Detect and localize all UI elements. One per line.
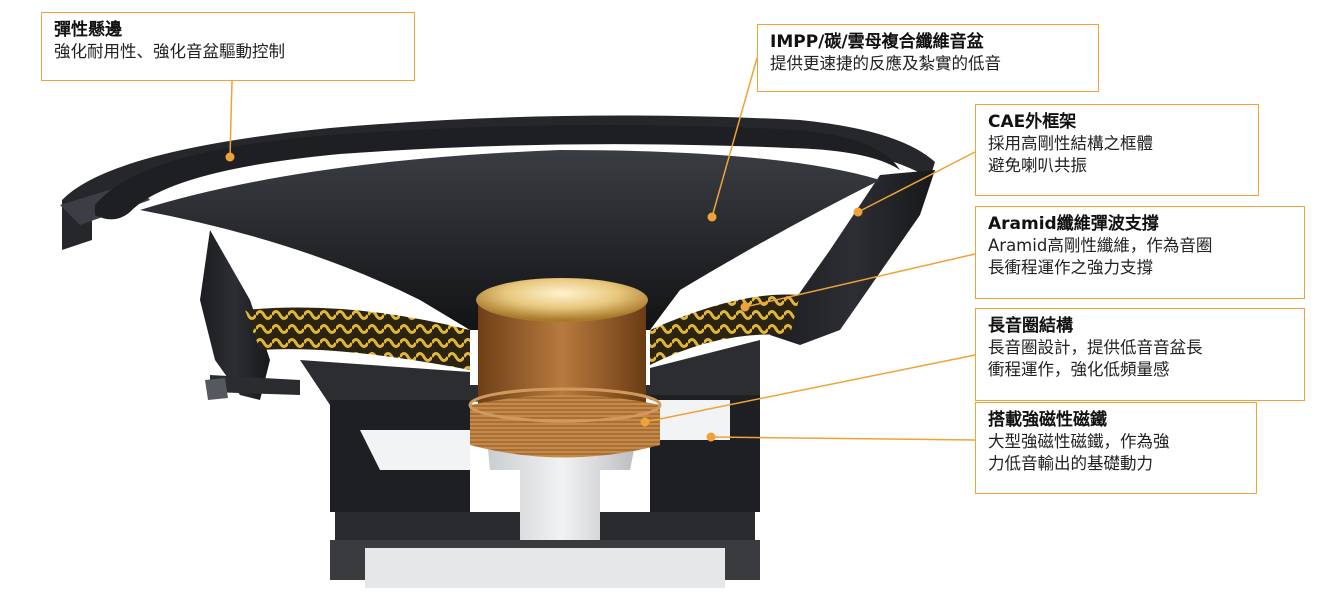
callout-frame-line-2: 避免喇叭共振 bbox=[988, 156, 1087, 176]
leader-spider bbox=[744, 253, 976, 308]
callout-frame-title: CAE外框架 bbox=[988, 112, 1077, 132]
callout-frame: CAE外框架 採用高剛性結構之框體 避免喇叭共振 bbox=[975, 104, 1259, 196]
surround-edge bbox=[95, 125, 900, 220]
callout-spider-line-1: Aramid高剛性纖維，作為音圈 bbox=[988, 236, 1213, 256]
callout-coil-line-2: 衝程運作，強化低頻量感 bbox=[988, 360, 1170, 380]
callout-coil: 長音圈結構 長音圈設計，提供低音音盆長 衝程運作，強化低頻量感 bbox=[975, 308, 1305, 401]
leader-frame bbox=[857, 151, 976, 213]
magnet-assembly bbox=[330, 395, 760, 580]
callout-magnet-line-2: 力低音輸出的基礎動力 bbox=[988, 454, 1153, 474]
dot-magnet bbox=[706, 432, 716, 442]
leader-surround bbox=[229, 80, 233, 158]
dot-surround bbox=[225, 152, 235, 162]
callout-coil-line-1: 長音圈設計，提供低音音盆長 bbox=[988, 338, 1203, 358]
leader-cone bbox=[711, 57, 758, 218]
callout-spider: Aramid纖維彈波支撐 Aramid高剛性纖維，作為音圈 長衝程運作之強力支撐 bbox=[975, 206, 1305, 299]
speaker-cone bbox=[140, 150, 880, 330]
voice-coil-winding bbox=[470, 395, 660, 458]
leader-coil bbox=[644, 354, 976, 423]
callout-surround-line-1: 強化耐用性、強化音盆驅動控制 bbox=[54, 42, 285, 62]
callout-coil-title: 長音圈結構 bbox=[988, 316, 1073, 336]
pole-base bbox=[365, 548, 725, 588]
dot-coil bbox=[640, 417, 650, 427]
voice-coil-top bbox=[468, 387, 662, 423]
callout-spider-line-2: 長衝程運作之強力支撐 bbox=[988, 258, 1153, 278]
leader-magnet bbox=[710, 436, 976, 441]
callout-spider-title: Aramid纖維彈波支撐 bbox=[988, 214, 1159, 234]
callout-surround-title: 彈性懸邊 bbox=[54, 20, 122, 40]
dot-cone bbox=[707, 212, 717, 222]
leader-dots bbox=[225, 152, 863, 442]
leader-lines bbox=[229, 57, 976, 441]
callout-magnet-line-1: 大型強磁性磁鐵，作為強 bbox=[988, 432, 1170, 452]
callout-cone: IMPP/碳/雲母複合纖維音盆 提供更速捷的反應及紮實的低音 bbox=[757, 24, 1099, 92]
callout-frame-line-1: 採用高剛性結構之框體 bbox=[988, 134, 1153, 154]
dot-spider bbox=[740, 302, 750, 312]
callout-surround: 彈性懸邊 強化耐用性、強化音盆驅動控制 bbox=[41, 12, 415, 81]
callout-magnet-title: 搭載強磁性磁鐵 bbox=[988, 410, 1107, 430]
callout-cone-title: IMPP/碳/雲母複合纖維音盆 bbox=[770, 32, 984, 52]
callout-magnet: 搭載強磁性磁鐵 大型強磁性磁鐵，作為強 力低音輸出的基礎動力 bbox=[975, 402, 1257, 494]
dust-cap bbox=[476, 278, 648, 322]
dot-frame bbox=[853, 207, 863, 217]
callout-cone-line-1: 提供更速捷的反應及紮實的低音 bbox=[770, 54, 1001, 74]
spider-damper bbox=[245, 294, 800, 370]
